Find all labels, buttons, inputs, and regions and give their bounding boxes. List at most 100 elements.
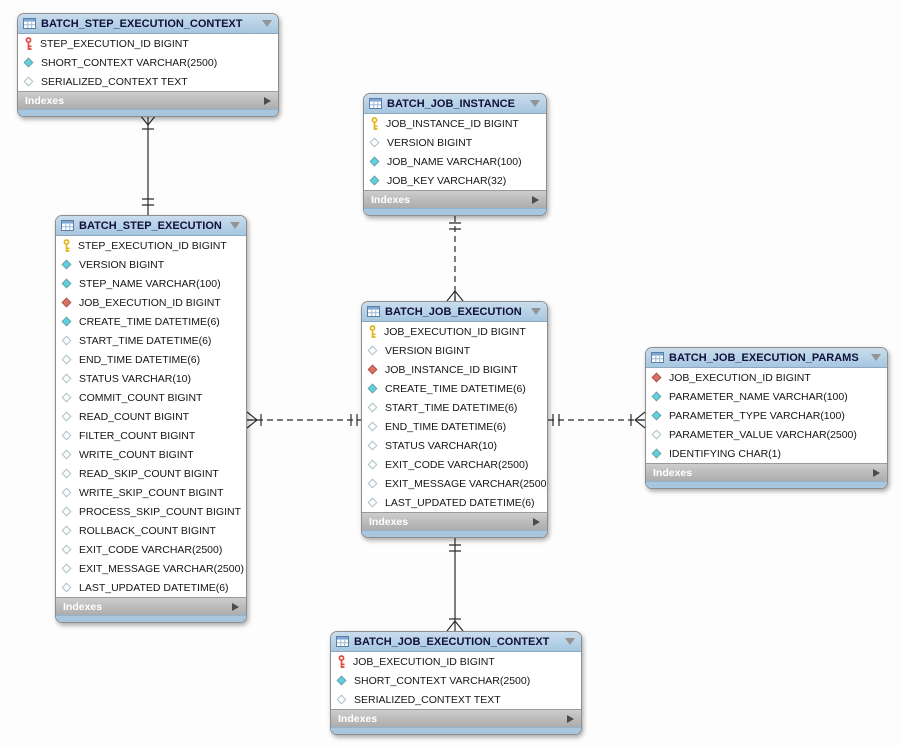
column-row-short_context[interactable]: SHORT_CONTEXT VARCHAR(2500) <box>331 671 581 690</box>
column-row-status[interactable]: STATUS VARCHAR(10) <box>56 369 246 388</box>
diamond-red-icon <box>651 372 662 383</box>
column-row-start_time[interactable]: START_TIME DATETIME(6) <box>362 398 547 417</box>
column-row-serialized_context[interactable]: SERIALIZED_CONTEXT TEXT <box>18 72 278 91</box>
chevron-down-icon[interactable] <box>230 222 240 229</box>
column-row-version[interactable]: VERSION BIGINT <box>364 133 546 152</box>
table-header[interactable]: BATCH_JOB_EXECUTION_CONTEXT <box>331 632 581 652</box>
column-row-identifying[interactable]: IDENTIFYING CHAR(1) <box>646 444 887 463</box>
diamond-hollow-icon <box>61 354 72 365</box>
column-row-step_name[interactable]: STEP_NAME VARCHAR(100) <box>56 274 246 293</box>
chevron-down-icon[interactable] <box>565 638 575 645</box>
table-title: BATCH_STEP_EXECUTION_CONTEXT <box>41 17 243 30</box>
diamond-hollow-icon <box>61 544 72 555</box>
column-row-serialized_context[interactable]: SERIALIZED_CONTEXT TEXT <box>331 690 581 709</box>
column-row-step_execution_id[interactable]: STEP_EXECUTION_ID BIGINT <box>18 34 278 53</box>
column-row-read_skip_count[interactable]: READ_SKIP_COUNT BIGINT <box>56 464 246 483</box>
column-row-end_time[interactable]: END_TIME DATETIME(6) <box>362 417 547 436</box>
column-row-job_execution_id[interactable]: JOB_EXECUTION_ID BIGINT <box>646 368 887 387</box>
relationship-job-instance-to-job-execution[interactable] <box>446 216 464 302</box>
expand-arrow-icon[interactable] <box>873 468 880 477</box>
column-row-exit_message[interactable]: EXIT_MESSAGE VARCHAR(2500) <box>362 474 547 493</box>
column-row-filter_count[interactable]: FILTER_COUNT BIGINT <box>56 426 246 445</box>
column-label: WRITE_COUNT BIGINT <box>79 448 194 461</box>
table-header[interactable]: BATCH_JOB_EXECUTION <box>362 302 547 322</box>
column-row-parameter_value[interactable]: PARAMETER_VALUE VARCHAR(2500) <box>646 425 887 444</box>
expand-arrow-icon[interactable] <box>232 602 239 611</box>
expand-arrow-icon[interactable] <box>533 517 540 526</box>
table-batch-job-execution-params[interactable]: BATCH_JOB_EXECUTION_PARAMS JOB_EXECUTION… <box>645 347 888 489</box>
column-label: PROCESS_SKIP_COUNT BIGINT <box>79 505 242 518</box>
column-row-job_execution_id[interactable]: JOB_EXECUTION_ID BIGINT <box>56 293 246 312</box>
table-batch-job-execution-context[interactable]: BATCH_JOB_EXECUTION_CONTEXT JOB_EXECUTIO… <box>330 631 582 735</box>
diamond-hollow-icon <box>367 421 378 432</box>
diamond-red-icon <box>367 364 378 375</box>
column-row-job_execution_id[interactable]: JOB_EXECUTION_ID BIGINT <box>362 322 547 341</box>
diamond-hollow-icon <box>61 335 72 346</box>
column-row-last_updated[interactable]: LAST_UPDATED DATETIME(6) <box>56 578 246 597</box>
column-row-version[interactable]: VERSION BIGINT <box>56 255 246 274</box>
expand-arrow-icon[interactable] <box>532 195 539 204</box>
column-row-version[interactable]: VERSION BIGINT <box>362 341 547 360</box>
column-row-exit_code[interactable]: EXIT_CODE VARCHAR(2500) <box>362 455 547 474</box>
relationship-job-execution-to-job-execution-params[interactable] <box>548 411 646 429</box>
column-label: READ_SKIP_COUNT BIGINT <box>79 467 219 480</box>
relationship-job-execution-to-job-execution-context[interactable] <box>446 538 464 632</box>
table-title: BATCH_JOB_EXECUTION_CONTEXT <box>354 635 550 648</box>
table-header[interactable]: BATCH_JOB_EXECUTION_PARAMS <box>646 348 887 368</box>
column-row-rollback_count[interactable]: ROLLBACK_COUNT BIGINT <box>56 521 246 540</box>
table-header[interactable]: BATCH_JOB_INSTANCE <box>364 94 546 114</box>
column-row-step_execution_id[interactable]: STEP_EXECUTION_ID BIGINT <box>56 236 246 255</box>
column-label: JOB_INSTANCE_ID BIGINT <box>386 117 519 130</box>
indexes-bar[interactable]: Indexes <box>646 463 887 481</box>
relationship-job-execution-to-step-execution[interactable] <box>246 411 361 429</box>
column-row-parameter_type[interactable]: PARAMETER_TYPE VARCHAR(100) <box>646 406 887 425</box>
table-batch-step-execution[interactable]: BATCH_STEP_EXECUTION STEP_EXECUTION_ID B… <box>55 215 247 623</box>
column-row-job_instance_id[interactable]: JOB_INSTANCE_ID BIGINT <box>362 360 547 379</box>
expand-arrow-icon[interactable] <box>567 714 574 723</box>
column-label: VERSION BIGINT <box>385 344 471 357</box>
expand-arrow-icon[interactable] <box>264 96 271 105</box>
column-row-process_skip_count[interactable]: PROCESS_SKIP_COUNT BIGINT <box>56 502 246 521</box>
diamond-hollow-icon <box>369 137 380 148</box>
table-header[interactable]: BATCH_STEP_EXECUTION <box>56 216 246 236</box>
column-row-job_instance_id[interactable]: JOB_INSTANCE_ID BIGINT <box>364 114 546 133</box>
indexes-bar[interactable]: Indexes <box>362 512 547 530</box>
column-row-end_time[interactable]: END_TIME DATETIME(6) <box>56 350 246 369</box>
column-row-create_time[interactable]: CREATE_TIME DATETIME(6) <box>362 379 547 398</box>
column-row-job_execution_id[interactable]: JOB_EXECUTION_ID BIGINT <box>331 652 581 671</box>
indexes-bar[interactable]: Indexes <box>364 190 546 208</box>
column-label: VERSION BIGINT <box>387 136 473 149</box>
indexes-bar[interactable]: Indexes <box>331 709 581 727</box>
table-batch-job-instance[interactable]: BATCH_JOB_INSTANCE JOB_INSTANCE_ID BIGIN… <box>363 93 547 216</box>
indexes-bar[interactable]: Indexes <box>56 597 246 615</box>
column-row-read_count[interactable]: READ_COUNT BIGINT <box>56 407 246 426</box>
diamond-hollow-icon <box>336 694 347 705</box>
chevron-down-icon[interactable] <box>871 354 881 361</box>
column-row-job_name[interactable]: JOB_NAME VARCHAR(100) <box>364 152 546 171</box>
chevron-down-icon[interactable] <box>530 100 540 107</box>
table-title: BATCH_JOB_EXECUTION <box>385 305 522 318</box>
column-row-short_context[interactable]: SHORT_CONTEXT VARCHAR(2500) <box>18 53 278 72</box>
column-label: END_TIME DATETIME(6) <box>385 420 507 433</box>
column-row-create_time[interactable]: CREATE_TIME DATETIME(6) <box>56 312 246 331</box>
column-row-last_updated[interactable]: LAST_UPDATED DATETIME(6) <box>362 493 547 512</box>
key-yellow-icon <box>367 324 378 339</box>
column-row-exit_message[interactable]: EXIT_MESSAGE VARCHAR(2500) <box>56 559 246 578</box>
column-row-write_skip_count[interactable]: WRITE_SKIP_COUNT BIGINT <box>56 483 246 502</box>
chevron-down-icon[interactable] <box>262 20 272 27</box>
column-label: PARAMETER_TYPE VARCHAR(100) <box>669 409 845 422</box>
column-row-exit_code[interactable]: EXIT_CODE VARCHAR(2500) <box>56 540 246 559</box>
column-row-start_time[interactable]: START_TIME DATETIME(6) <box>56 331 246 350</box>
relationship-step-execution-context-to-step-execution[interactable] <box>139 114 157 215</box>
indexes-bar[interactable]: Indexes <box>18 91 278 109</box>
table-batch-job-execution[interactable]: BATCH_JOB_EXECUTION JOB_EXECUTION_ID BIG… <box>361 301 548 538</box>
diamond-filled-icon <box>651 391 662 402</box>
column-row-write_count[interactable]: WRITE_COUNT BIGINT <box>56 445 246 464</box>
column-row-parameter_name[interactable]: PARAMETER_NAME VARCHAR(100) <box>646 387 887 406</box>
column-row-status[interactable]: STATUS VARCHAR(10) <box>362 436 547 455</box>
column-row-commit_count[interactable]: COMMIT_COUNT BIGINT <box>56 388 246 407</box>
column-row-job_key[interactable]: JOB_KEY VARCHAR(32) <box>364 171 546 190</box>
table-header[interactable]: BATCH_STEP_EXECUTION_CONTEXT <box>18 14 278 34</box>
chevron-down-icon[interactable] <box>531 308 541 315</box>
table-batch-step-execution-context[interactable]: BATCH_STEP_EXECUTION_CONTEXT STEP_EXECUT… <box>17 13 279 117</box>
